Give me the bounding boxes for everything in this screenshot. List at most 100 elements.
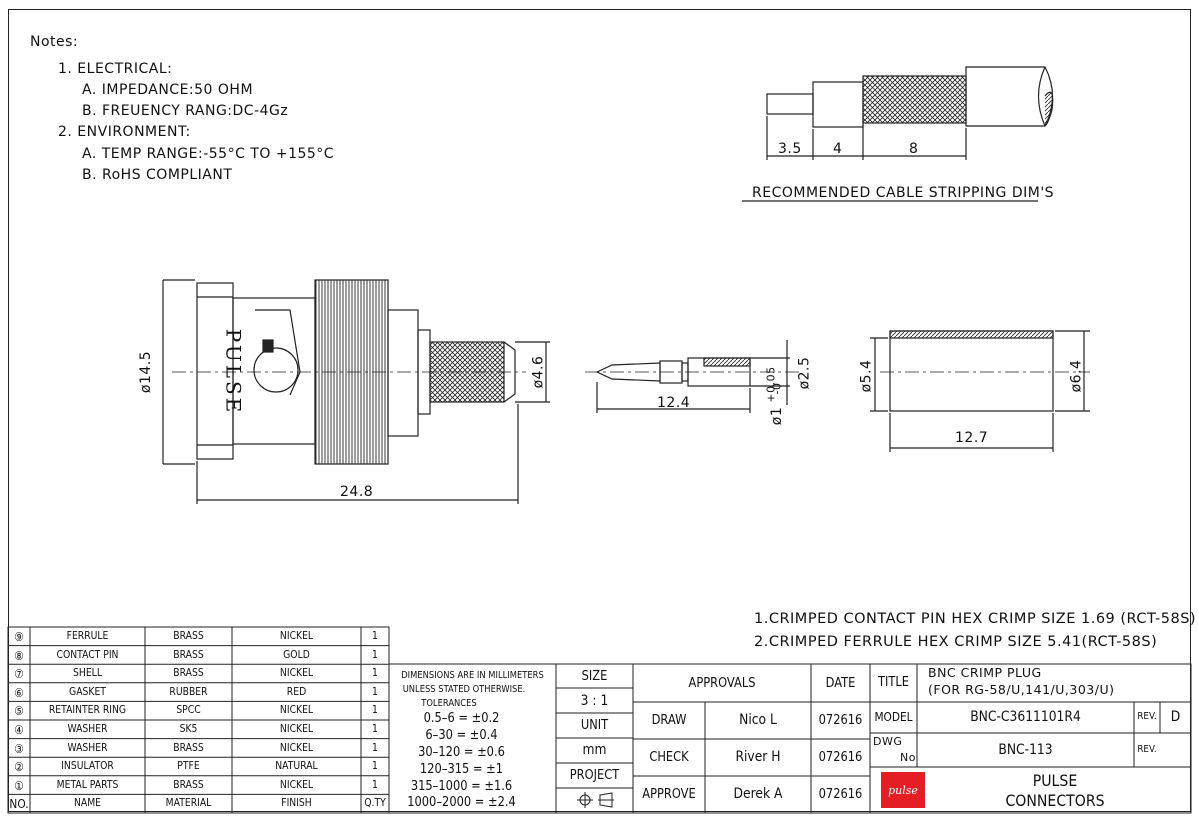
note-line: A. IMPEDANCE:50 OHM <box>82 82 254 98</box>
dwg-number: BNC-113 <box>998 742 1053 758</box>
drawing-frame <box>8 9 1191 812</box>
note-line: B. RoHS COMPLIANT <box>82 167 233 183</box>
note-line: 1. ELECTRICAL: <box>58 61 173 77</box>
bom-header-cell: MATERIAL <box>165 797 212 810</box>
bom-row-cell: BRASS <box>173 667 204 680</box>
check-date: 072616 <box>818 750 863 765</box>
bom-row-cell: ⑨ <box>14 630 24 644</box>
connector-view <box>162 279 550 504</box>
title-line: BNC CRIMP PLUG <box>928 665 1042 680</box>
bom-row-cell: 1 <box>372 704 378 717</box>
bom-row-cell: 1 <box>372 630 378 642</box>
bom-row-cell: METAL PARTS <box>56 778 119 791</box>
bom-row-cell: RUBBER <box>169 685 208 698</box>
note-line: A. TEMP RANGE:-55°C TO +155°C <box>82 146 335 162</box>
bom-row-cell: 1 <box>372 778 378 791</box>
dim-connector-length: 24.8 <box>340 484 374 500</box>
bom-row-cell: GASKET <box>69 685 106 698</box>
note-line: 2. ENVIRONMENT: <box>58 124 191 140</box>
bom-row-cell: ⑤ <box>14 704 24 719</box>
dim-connector-diameter: ø14.5 <box>138 350 155 394</box>
bom-row-cell: 1 <box>372 760 378 773</box>
bom-row-cell: NATURAL <box>275 760 318 773</box>
notes-heading: Notes: <box>30 34 79 50</box>
draw-name: Nico L <box>739 712 777 728</box>
unit-value: mm <box>582 742 607 758</box>
crimp-note: 1.CRIMPED CONTACT PIN HEX CRIMP SIZE 1.6… <box>754 611 1197 627</box>
approvals-label: APPROVALS <box>688 676 756 691</box>
bom-row-cell: SPCC <box>176 704 201 717</box>
tol-row: 0.5–6 = ±0.2 <box>423 711 500 726</box>
dim-rear-diameter: ø4.6 <box>530 355 547 389</box>
bom-row-cell: ⑧ <box>14 648 24 663</box>
approve-date: 072616 <box>818 787 863 802</box>
bom-row-cell: RED <box>286 685 307 698</box>
draw-label: DRAW <box>651 713 687 728</box>
bom-row-cell: 1 <box>372 685 378 698</box>
crimp-note: 2.CRIMPED FERRULE HEX CRIMP SIZE 5.41(RC… <box>754 634 1158 650</box>
dim-pin-tip: ø1 <box>769 406 786 426</box>
rev-label: REV. <box>1137 744 1157 755</box>
bom-row-cell: NICKEL <box>279 741 314 754</box>
bom-row-cell: 1 <box>372 648 378 661</box>
company-name: PULSE <box>1032 771 1078 790</box>
note-line: B. FREUENCY RANG:DC-4Gz <box>82 103 289 119</box>
bom-header-cell: NO. <box>9 797 29 812</box>
dim-ferrule-outer: ø6.4 <box>1068 359 1085 393</box>
bom-row-cell: BRASS <box>173 778 204 791</box>
bom-row-cell: WASHER <box>67 723 108 735</box>
model-value: BNC-C3611101R4 <box>970 709 1081 725</box>
dim-ferrule-inner: ø5.4 <box>858 359 875 393</box>
tol-line: UNLESS STATED OTHERWISE. <box>402 684 526 695</box>
contact-pin-view <box>585 340 800 413</box>
bom-row-cell: CONTACT PIN <box>56 648 119 661</box>
bom-header-cell: FINISH <box>281 797 312 810</box>
scale-value: 3 : 1 <box>580 693 609 709</box>
size-label: SIZE <box>581 669 608 684</box>
rev-value: D <box>1170 709 1181 725</box>
company-name: CONNECTORS <box>1005 791 1105 810</box>
strip-dim-2: 4 <box>833 141 843 157</box>
date-label: DATE <box>825 676 856 691</box>
check-label: CHECK <box>649 750 689 765</box>
bom-row-cell: PTFE <box>177 760 200 773</box>
bom-row-cell: NICKEL <box>279 704 314 717</box>
bom-row-cell: ⑥ <box>14 685 24 700</box>
bom-row-cell: BRASS <box>173 630 204 642</box>
bom-row-cell: NICKEL <box>279 667 314 680</box>
tol-line: DIMENSIONS ARE IN MILLIMETERS <box>401 670 544 681</box>
bom-row-cell: SHELL <box>73 667 102 680</box>
bom-row-cell: 1 <box>372 723 378 735</box>
stripping-caption: RECOMMENDED CABLE STRIPPING DIM'S <box>752 185 1055 201</box>
model-label: MODEL <box>874 710 913 724</box>
pulse-logo: pulse <box>881 772 925 808</box>
approve-name: Derek A <box>733 786 783 802</box>
tol-line: TOLERANCES <box>421 698 477 709</box>
cable-stripping-view <box>742 66 1054 202</box>
bom-row-cell: ⑦ <box>14 667 24 682</box>
ferrule-view <box>870 330 1090 452</box>
draw-date: 072616 <box>818 713 863 728</box>
tol-row: 1000–2000 = ±2.4 <box>407 795 516 810</box>
tol-row: 315–1000 = ±1.6 <box>410 779 513 794</box>
brand-mark: PULSE <box>221 328 246 416</box>
tol-row: 120–315 = ±1 <box>419 762 504 777</box>
dwg-label: DWG <box>873 735 903 748</box>
dim-pin-diameter: ø2.5 <box>796 356 813 390</box>
no-label: No <box>900 751 916 764</box>
bom-row-cell: BRASS <box>173 741 204 754</box>
tol-row: 30–120 = ±0.6 <box>418 745 505 760</box>
strip-dim-3: 8 <box>909 141 919 157</box>
bom-row-cell: ② <box>14 760 24 775</box>
title-line: (FOR RG-58/U,141/U,303/U) <box>928 682 1115 697</box>
rev-label: REV. <box>1137 711 1157 722</box>
bom-row-cell: RETAINTER RING <box>48 704 127 717</box>
project-label: PROJECT <box>569 768 620 783</box>
title-label: TITLE <box>878 675 909 690</box>
bom-row-cell: SK5 <box>179 723 198 735</box>
bom-row-cell: WASHER <box>67 741 108 754</box>
bom-row-cell: NICKEL <box>279 723 314 735</box>
bom-row-cell: NICKEL <box>279 630 314 642</box>
bom-row-cell: NICKEL <box>279 778 314 791</box>
bom-row-cell: BRASS <box>173 648 204 661</box>
